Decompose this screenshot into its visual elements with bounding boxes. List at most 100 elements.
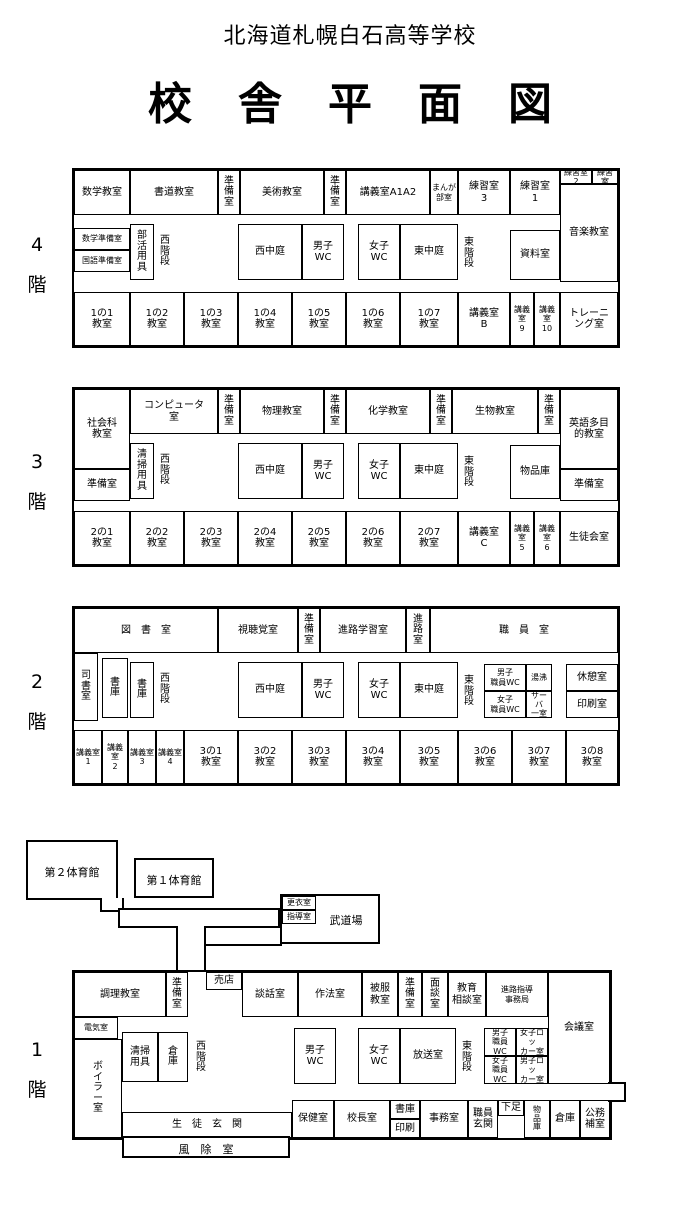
room-1-bot-7: 職員 玄関 [468, 1100, 498, 1138]
room-2-top-3: 進路学習室 [320, 608, 406, 653]
room-2-mid-10: 女子 職員WC [484, 691, 526, 718]
changing-room: 更衣室 [282, 896, 316, 910]
page-title: 校舎平面図 [148, 79, 598, 130]
room-2-mid-3: 西 階 段 [160, 673, 170, 706]
room-4-mid-4: 西中庭 [238, 224, 302, 280]
room-1-mid-6: 女子 WC [358, 1028, 400, 1084]
room-3-bot-9: 講義室 6 [534, 511, 560, 565]
room-4-bot-6: 1の7 教室 [400, 292, 458, 346]
room-3-top-0: 社会科 教室 [74, 389, 130, 469]
room-2-top-1: 視聴覚室 [218, 608, 298, 653]
room-3-bot-3: 2の4 教室 [238, 511, 292, 565]
floor-label-2: 2 階 [27, 671, 47, 733]
room-3-bot-5: 2の6 教室 [346, 511, 400, 565]
room-4-top-0: 数学教室 [74, 170, 130, 215]
room-1-bot-6: 事務室 [420, 1100, 468, 1138]
room-2-mid-7: 東中庭 [400, 662, 458, 718]
room-1-windbreak: 風 除 室 [122, 1136, 290, 1158]
room-3-mid-1: 清 掃 用 具 [130, 443, 154, 499]
room-2-bot-9: 3の6 教室 [458, 730, 512, 784]
room-3-mid-7: 東 階 段 [464, 456, 474, 489]
room-1-mid-4: 西 階 段 [196, 1041, 206, 1074]
room-2-bot-5: 3の2 教室 [238, 730, 292, 784]
corridor-d [206, 926, 282, 946]
room-1-mid-10: 女子ロッ カー室 [516, 1028, 548, 1056]
room-2-mid-0: 司 書 室 [74, 653, 98, 721]
corridor-c [176, 926, 206, 972]
room-1-bot-4: 書庫 [390, 1100, 420, 1119]
room-1-top-9: 進路指導 事務局 [486, 972, 548, 1017]
room-3-bot-0: 2の1 教室 [74, 511, 130, 565]
room-3-top-3: 物理教室 [240, 389, 324, 434]
room-1-mid-11: 女子 職員WC [484, 1056, 516, 1084]
room-3-mid-6: 東中庭 [400, 443, 458, 499]
room-2-mid-8: 東 階 段 [464, 675, 474, 708]
room-1-mid-0: 電気室 [74, 1017, 118, 1039]
room-1-bot-8: 下足 [498, 1100, 524, 1116]
budojo-label: 武道場 [329, 914, 363, 927]
room-4-bot-9: 講義室 10 [534, 292, 560, 346]
room-3-top-1: コンピュータ 室 [130, 389, 218, 434]
room-4-top-4: 準 備 室 [324, 170, 346, 215]
room-4-top-1: 書道教室 [130, 170, 218, 215]
room-3-mid-9: 準備室 [560, 469, 618, 501]
room-2-bot-6: 3の3 教室 [292, 730, 346, 784]
room-1-mid-7: 放送室 [400, 1028, 456, 1084]
room-4-mid-9: 資料室 [510, 230, 560, 280]
room-1-mid-8: 東 階 段 [462, 1041, 472, 1074]
room-3-bot-1: 2の2 教室 [130, 511, 184, 565]
floor-label-4: 4 階 [27, 234, 47, 296]
room-2-top-2: 準 備 室 [298, 608, 320, 653]
room-2-bot-2: 講義室 3 [128, 730, 156, 784]
gym-1: 第１体育館 [134, 858, 214, 898]
room-2-top-4: 進 路 室 [406, 608, 430, 653]
guidance-room: 指導室 [282, 910, 316, 924]
budojo: 更衣室 指導室 武道場 [280, 894, 380, 944]
room-2-bot-11: 3の8 教室 [566, 730, 618, 784]
room-2-bot-0: 講義室 1 [74, 730, 102, 784]
room-4-top-10: 練習室 [592, 170, 618, 184]
room-1-mid-5: 男子 WC [294, 1028, 336, 1084]
room-3-mid-0: 準備室 [74, 469, 130, 501]
room-4-bot-7: 講義室 B [458, 292, 510, 346]
room-3-top-8: 準 備 室 [538, 389, 560, 434]
room-1-top-4: 作法室 [298, 972, 362, 1017]
room-2-mid-12: サーバ 一室 [526, 691, 552, 718]
room-1-bot-5: 印刷 [390, 1119, 420, 1138]
room-4-bot-4: 1の5 教室 [292, 292, 346, 346]
room-4-top-7: 練習室 3 [458, 170, 510, 215]
room-2-mid-1: 書 庫 [102, 658, 128, 718]
room-4-mid-2: 部 活 用 具 [130, 224, 154, 280]
room-3-mid-5: 女子 WC [358, 443, 400, 499]
corridor-b [118, 908, 280, 928]
room-1-mid-3: 倉 庫 [158, 1032, 188, 1082]
room-3-top-6: 準 備 室 [430, 389, 452, 434]
room-4-bot-0: 1の1 教室 [74, 292, 130, 346]
room-4-top-9: 練習室2 [560, 170, 592, 184]
gym-2-label: 第２体育館 [44, 866, 100, 879]
room-4-bot-3: 1の4 教室 [238, 292, 292, 346]
room-2-bot-4: 3の1 教室 [184, 730, 238, 784]
floor-2-plan: 図 書 室 視聴覚室 準 備 室 進路学習室 進 路 室 職 員 室 司 書 室… [72, 606, 620, 786]
room-3-bot-6: 2の7 教室 [400, 511, 458, 565]
room-1-bot-2: 保健室 [292, 1100, 334, 1138]
gym-2: 第２体育館 [26, 840, 118, 900]
room-1-top-6: 準 備 室 [398, 972, 422, 1017]
room-1-top-5: 被服 教室 [362, 972, 398, 1017]
room-1-top-7: 面 談 室 [422, 972, 448, 1017]
floor-3-plan: 社会科 教室 コンピュータ 室 準 備 室 物理教室 準 備 室 化学教室 準 … [72, 387, 620, 567]
room-3-mid-8: 物品庫 [510, 445, 560, 499]
room-3-bot-2: 2の3 教室 [184, 511, 238, 565]
room-3-mid-3: 西中庭 [238, 443, 302, 499]
room-1-bot-3: 校長室 [334, 1100, 390, 1138]
room-1-top-2: 売店 [206, 972, 242, 990]
room-2-bot-8: 3の5 教室 [400, 730, 458, 784]
room-3-top-7: 生物教室 [452, 389, 538, 434]
room-2-mid-13: 休憩室 [566, 664, 618, 691]
room-3-bot-4: 2の5 教室 [292, 511, 346, 565]
room-2-mid-14: 印刷室 [566, 691, 618, 718]
room-2-mid-11: 湯沸 [526, 664, 552, 691]
room-1-bot-9: 物 品 庫 [524, 1100, 550, 1138]
room-3-bot-10: 生徒会室 [560, 511, 618, 565]
room-4-bot-10: トレーニ ング室 [560, 292, 618, 346]
